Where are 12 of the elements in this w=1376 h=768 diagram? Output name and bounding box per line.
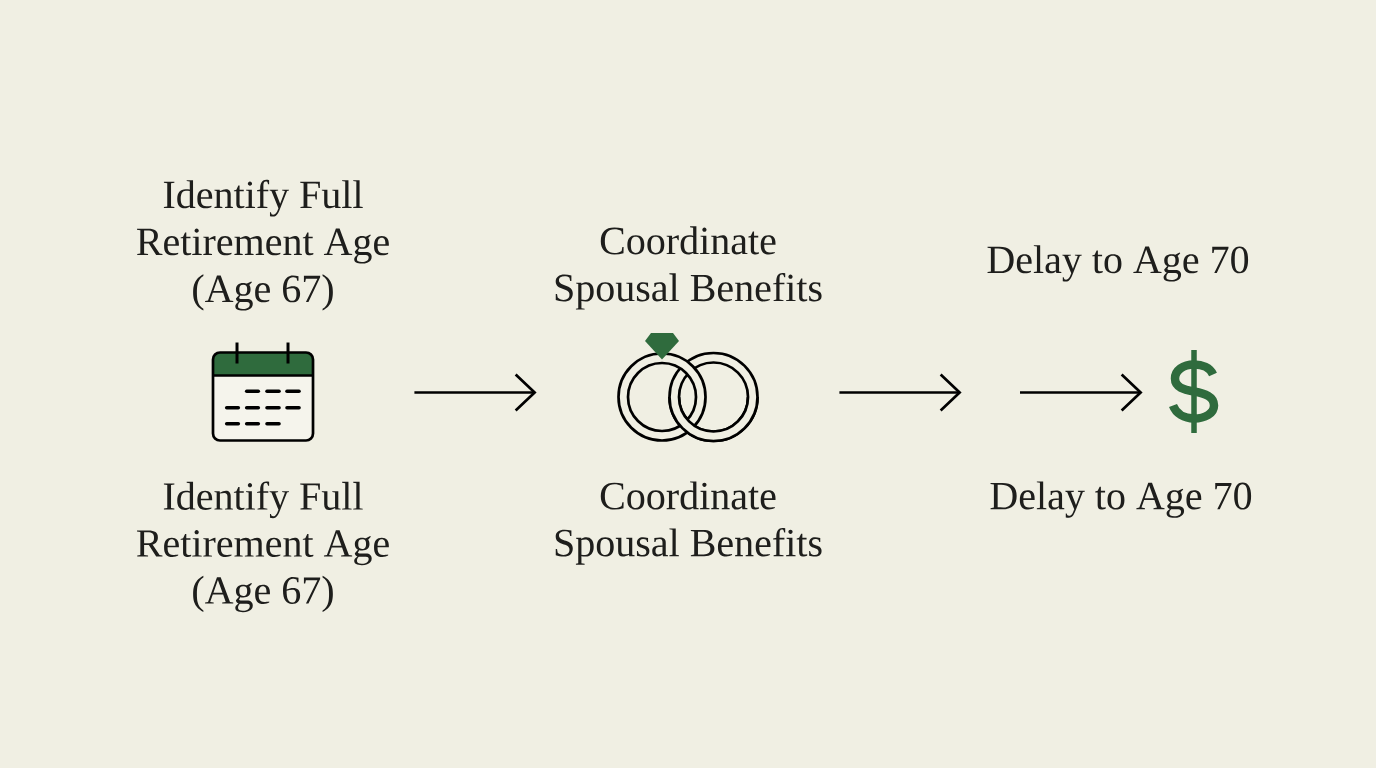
step-label: Delay to Age 70 (987, 245, 1249, 282)
step-label: Coordinate Spousal Benefits (555, 226, 822, 310)
step-label: Identify Full Retirement Age (Age 67) (137, 179, 389, 311)
step-label: Delay to Age 70 (990, 481, 1252, 518)
step-label: Coordinate Spousal Benefits (555, 481, 822, 565)
rings-icon (617, 333, 759, 443)
calendar-icon (211, 342, 315, 442)
dollar-icon (1169, 350, 1219, 433)
step-label: Identify Full Retirement Age (Age 67) (137, 481, 389, 613)
arrow (1020, 373, 1143, 412)
arrow (839, 373, 962, 412)
arrow (414, 373, 537, 412)
